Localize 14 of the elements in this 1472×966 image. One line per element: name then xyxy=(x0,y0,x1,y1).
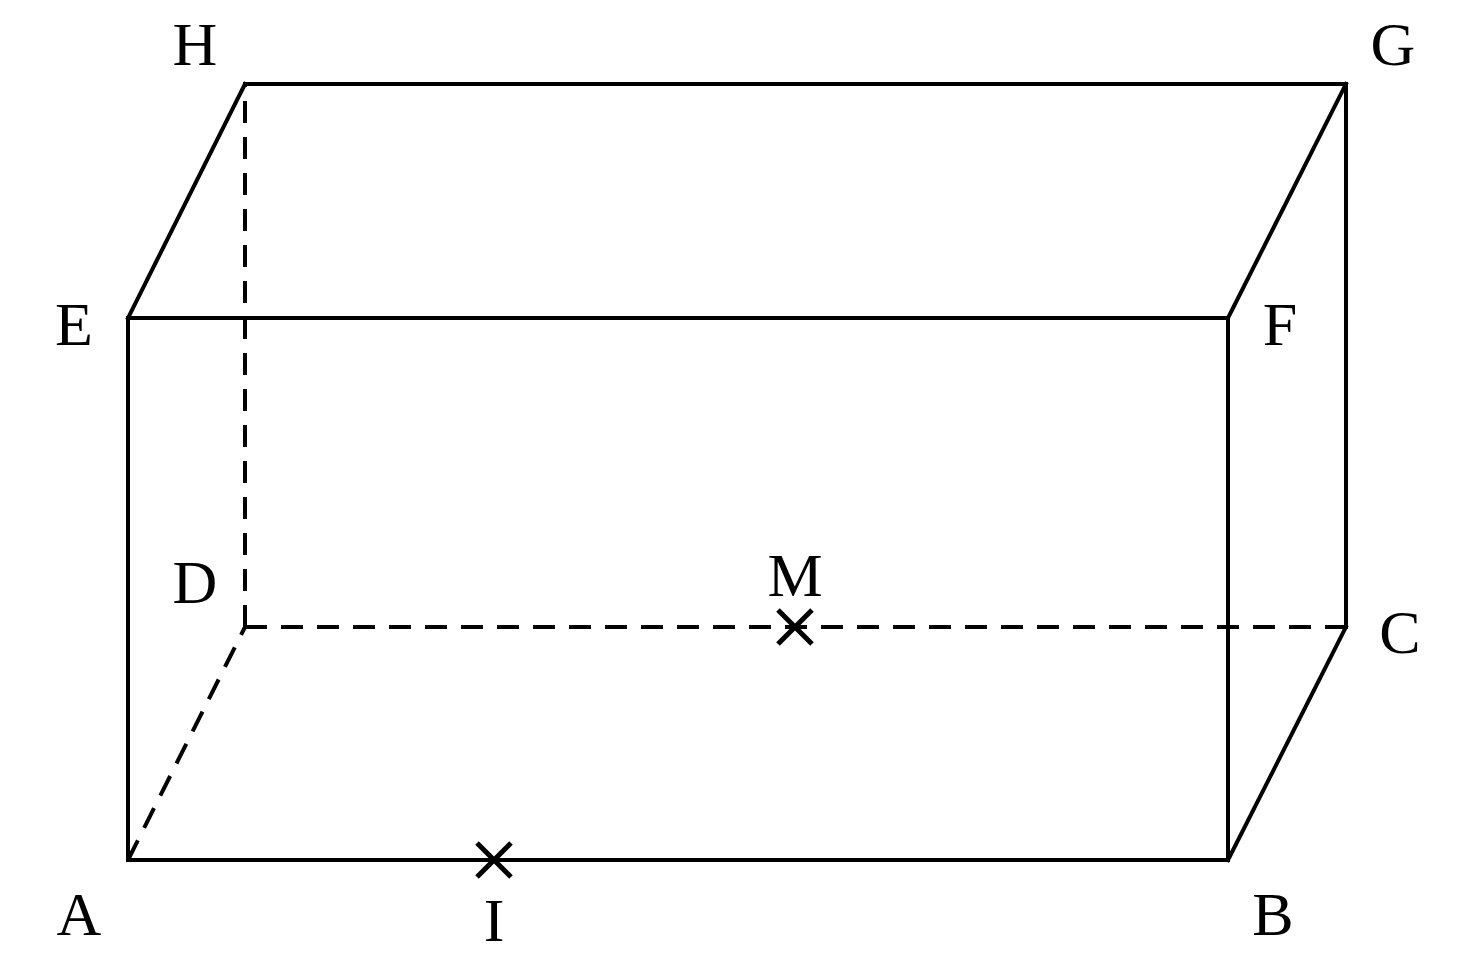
hidden-edge-line xyxy=(243,84,247,627)
vertex-label: A xyxy=(56,883,102,945)
vertex-label: B xyxy=(1252,883,1294,945)
vertex-label: E xyxy=(55,293,93,355)
vertex-label: C xyxy=(1379,601,1421,663)
point-label: M xyxy=(767,544,823,606)
edge-line xyxy=(1226,82,1348,320)
edge-line xyxy=(126,82,247,320)
point-label: I xyxy=(483,889,505,951)
hidden-edge-line xyxy=(245,625,1346,629)
vertex-label: D xyxy=(172,551,218,613)
vertex-label: H xyxy=(172,13,218,75)
vertex-label: G xyxy=(1370,13,1416,75)
vertex-label: F xyxy=(1262,293,1298,355)
